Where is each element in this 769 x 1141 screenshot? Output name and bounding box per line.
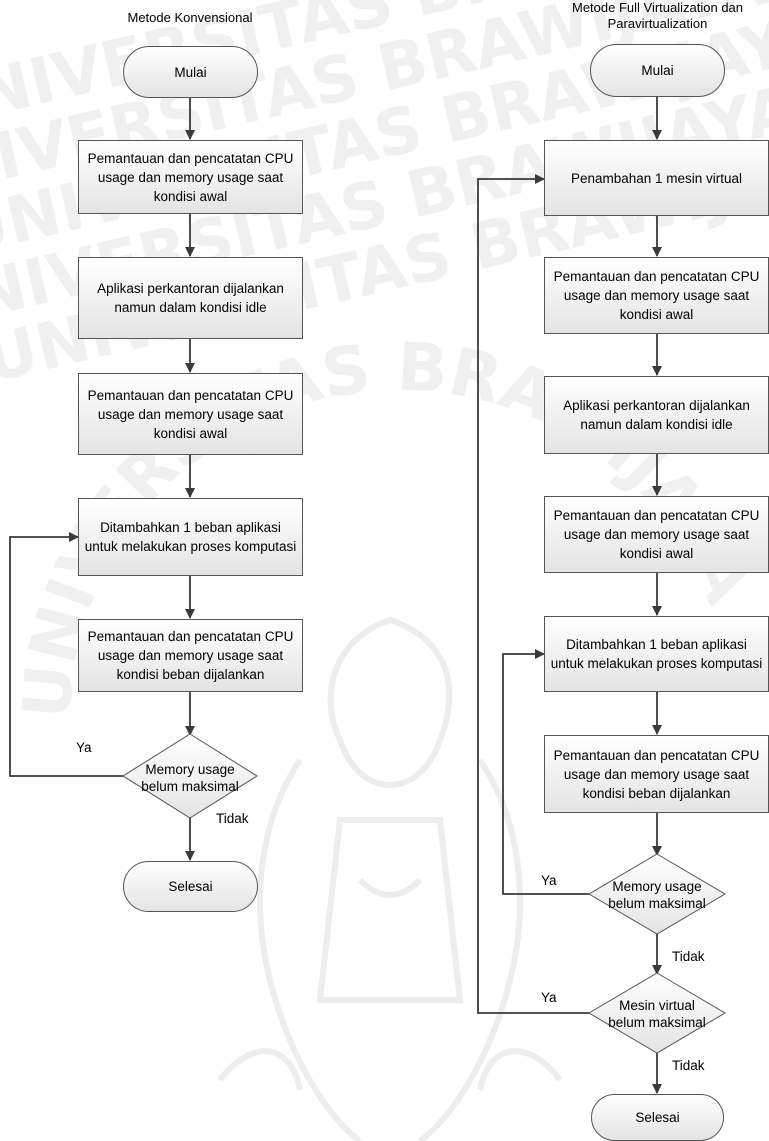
yes-loop-connector-vm: [477, 174, 589, 1014]
yes-loop-connector: [9, 532, 123, 777]
process-step: Penambahan 1 mesin virtual: [544, 140, 769, 216]
left-column-title: Metode Konvensional: [127, 10, 253, 25]
right-column-title: Metode Full Virtualization dan Paravirtu…: [571, 0, 744, 31]
process-step: Aplikasi perkantoran dijalankan namun da…: [544, 376, 769, 454]
process-step: Pemantauan dan pencatatan CPU usage dan …: [78, 140, 303, 214]
emblem-icon: [217, 616, 563, 1141]
no-label: Tidak: [216, 811, 249, 826]
process-step: Pemantauan dan pencatatan CPU usage dan …: [78, 619, 303, 692]
process-step: Aplikasi perkantoran dijalankan namun da…: [78, 257, 303, 339]
start-terminal: Mulai: [123, 46, 258, 98]
process-step: Pemantauan dan pencatatan CPU usage dan …: [544, 496, 769, 573]
decision-label: Memory usage belum maksimal: [608, 879, 706, 911]
yes-label: Ya: [76, 740, 92, 755]
process-step: Ditambahkan 1 beban aplikasi untuk melak…: [78, 498, 303, 576]
yes-label: Ya: [541, 990, 557, 1005]
process-step: Pemantauan dan pencatatan CPU usage dan …: [544, 735, 769, 813]
end-terminal: Selesai: [123, 861, 258, 912]
start-terminal: Mulai: [590, 44, 725, 97]
process-step: Pemantauan dan pencatatan CPU usage dan …: [544, 257, 769, 334]
decision-label: Mesin virtual belum maksimal: [608, 998, 706, 1030]
yes-loop-connector: [502, 649, 589, 895]
process-step: Ditambahkan 1 beban aplikasi untuk melak…: [544, 616, 769, 692]
yes-label: Ya: [541, 873, 557, 888]
decision-label: Memory usage belum maksimal: [141, 762, 239, 794]
end-terminal: Selesai: [591, 1094, 724, 1141]
process-step: Pemantauan dan pencatatan CPU usage dan …: [78, 373, 303, 455]
no-label: Tidak: [672, 1058, 705, 1073]
no-label: Tidak: [672, 949, 705, 964]
